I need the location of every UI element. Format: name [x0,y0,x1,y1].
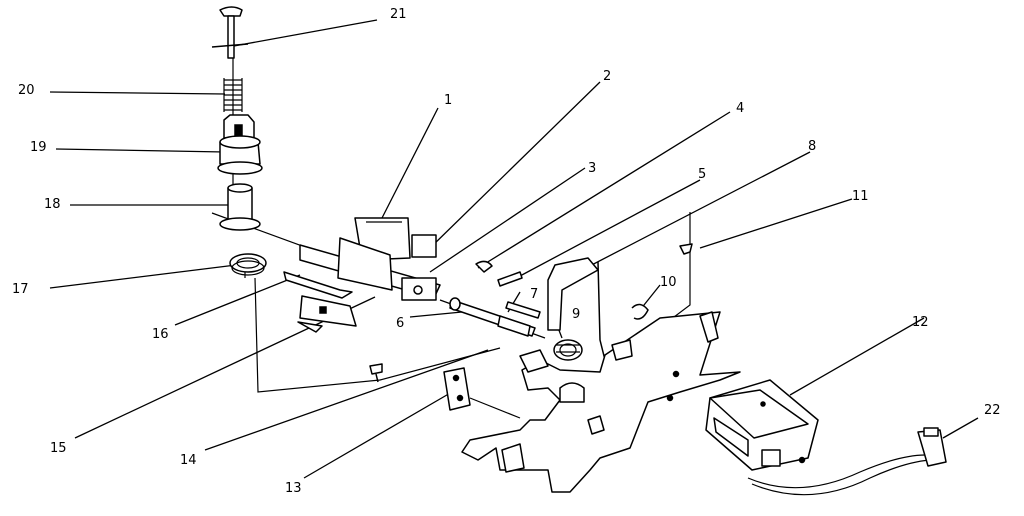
part-4-clip [475,260,493,273]
callout-5: 5 [698,167,706,182]
callout-8: 8 [808,139,816,154]
callout-14: 14 [180,453,197,468]
callout-labels: 21 20 19 18 17 16 15 14 13 1 2 3 4 5 6 7… [12,7,1001,496]
callout-3: 3 [588,161,596,176]
callout-18: 18 [44,197,61,212]
part-5-pin [497,271,523,287]
callout-12: 12 [912,315,929,330]
part-11-screw [679,243,693,255]
part-14-screw [369,363,383,383]
part-16-15-plates [283,271,357,333]
part-7-pin [505,301,541,319]
callout-20: 20 [18,83,35,98]
callout-1: 1 [444,93,452,108]
callout-21: 21 [390,7,407,22]
callout-16: 16 [152,327,169,342]
part-19-knob [217,114,263,175]
part-13-plate [443,367,471,411]
callout-11: 11 [852,189,869,204]
part-18-sleeve [219,183,261,231]
callout-13: 13 [285,481,302,496]
callout-7: 7 [530,287,538,302]
part-9-spring [553,339,583,361]
part-21-screw [211,6,249,59]
part-1-bracket [299,217,441,301]
callout-6: 6 [396,316,404,331]
callout-22: 22 [984,403,1001,418]
part-17-coil [229,253,267,276]
part-8-lever [547,257,599,331]
callout-4: 4 [736,101,744,116]
callout-17: 17 [12,282,29,297]
part-22-cord [747,427,947,496]
callout-15: 15 [50,441,67,456]
callout-19: 19 [30,140,47,155]
part-6-shaft [449,297,536,337]
callout-10: 10 [660,275,677,290]
part-10-ering [631,303,649,320]
callout-9: 9 [572,307,580,322]
leader-lines [49,19,979,479]
part-12-switch [705,379,819,471]
callout-2: 2 [603,69,611,84]
part-20-spring [223,78,243,112]
chassis-frame [461,261,741,493]
